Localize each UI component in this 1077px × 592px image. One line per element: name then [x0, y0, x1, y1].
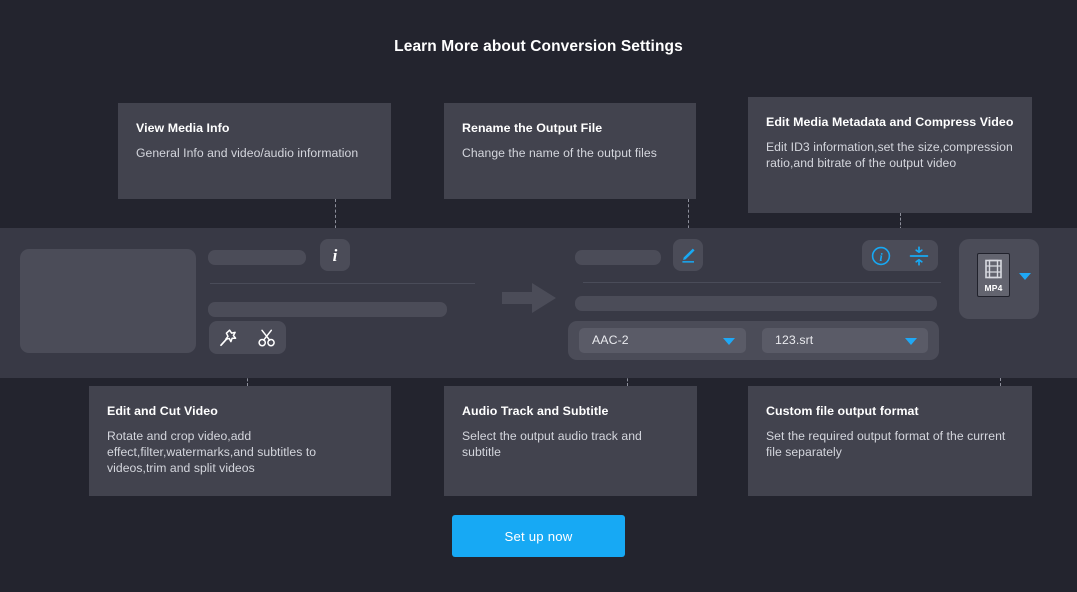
card-description: Select the output audio track and subtit…	[462, 429, 642, 459]
subtitle-select[interactable]: 123.srt	[762, 328, 928, 353]
connector-line-media-info	[335, 199, 336, 239]
connector-line-metadata	[900, 213, 901, 239]
pencil-edit-icon	[682, 248, 695, 263]
page-title: Learn More about Conversion Settings	[394, 38, 683, 55]
card-description: Set the required output format of the cu…	[766, 429, 1006, 459]
scissors-icon	[258, 329, 275, 346]
arrow-right-icon	[502, 283, 556, 313]
rename-output-button[interactable]	[673, 239, 703, 271]
source-divider	[210, 283, 475, 284]
output-format-selector[interactable]: MP4	[959, 239, 1039, 319]
format-label: MP4	[984, 283, 1003, 293]
card-title: Edit Media Metadata and Compress Video	[766, 115, 1014, 129]
card-edit-and-cut-video: Edit and Cut Video Rotate and crop video…	[89, 386, 391, 496]
edit-cut-toolbar	[209, 321, 286, 354]
conversion-arrow	[500, 280, 560, 316]
card-title: Rename the Output File	[462, 121, 603, 135]
svg-text:i: i	[879, 250, 883, 264]
audio-track-select[interactable]: AAC-2	[579, 328, 746, 353]
chevron-down-icon	[723, 338, 735, 345]
film-strip-glyph	[985, 259, 1002, 279]
card-title: Edit and Cut Video	[107, 404, 218, 418]
card-edit-metadata-compress: Edit Media Metadata and Compress Video E…	[748, 97, 1032, 213]
cut-button[interactable]	[253, 324, 281, 352]
card-audio-track-subtitle: Audio Track and Subtitle Select the outp…	[444, 386, 697, 496]
output-divider	[583, 282, 941, 283]
card-description: Edit ID3 information,set the size,compre…	[766, 140, 1013, 170]
card-custom-output-format: Custom file output format Set the requir…	[748, 386, 1032, 496]
subtitle-value: 123.srt	[775, 333, 814, 347]
source-filename-placeholder	[208, 250, 306, 265]
audio-subtitle-row: AAC-2 123.srt	[568, 321, 939, 360]
metadata-compress-toolbar: i	[862, 240, 938, 271]
card-description: General Info and video/audio information	[136, 146, 359, 160]
card-title: Audio Track and Subtitle	[462, 404, 609, 418]
card-view-media-info: View Media Info General Info and video/a…	[118, 103, 391, 199]
chevron-down-icon[interactable]	[1019, 273, 1031, 280]
video-thumbnail	[20, 249, 196, 353]
output-details-placeholder	[575, 296, 937, 311]
magic-wand-icon	[220, 328, 237, 346]
card-description: Rotate and crop video,add effect,filter,…	[107, 429, 317, 475]
film-strip-icon: MP4	[977, 253, 1010, 297]
compress-icon	[909, 245, 929, 266]
magic-wand-button[interactable]	[214, 324, 242, 352]
chevron-down-icon	[905, 338, 917, 345]
source-details-placeholder	[208, 302, 447, 317]
set-up-now-button[interactable]: Set up now	[452, 515, 625, 557]
audio-track-value: AAC-2	[592, 333, 629, 347]
media-metadata-button[interactable]: i	[866, 241, 896, 271]
card-title: View Media Info	[136, 121, 230, 135]
media-info-button[interactable]: i	[320, 239, 350, 271]
card-title: Custom file output format	[766, 404, 919, 418]
output-filename-placeholder	[575, 250, 661, 265]
compress-video-button[interactable]	[904, 241, 934, 271]
info-icon: i	[332, 245, 338, 265]
info-circle-icon: i	[871, 246, 891, 265]
card-description: Change the name of the output files	[462, 146, 657, 160]
connector-line-rename	[688, 199, 689, 239]
card-rename-output-file: Rename the Output File Change the name o…	[444, 103, 696, 199]
